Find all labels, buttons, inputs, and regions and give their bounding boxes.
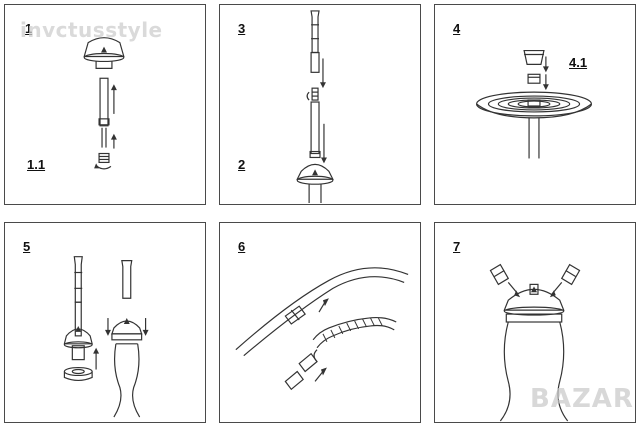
panel-step-6: 6 <box>219 222 421 423</box>
hose-assembly-drawing <box>235 267 409 391</box>
step-label-5: 5 <box>23 239 31 254</box>
step-label-2: 2 <box>238 157 246 172</box>
watermark-top: invctusstyle <box>20 18 163 42</box>
panel-step-3: 3 2 <box>219 4 421 205</box>
step-label-7: 7 <box>453 239 461 254</box>
tray-assembly-drawing <box>475 49 593 159</box>
panel-step-5: 5 <box>4 222 206 423</box>
step-label-6: 6 <box>238 239 246 254</box>
step-label-3: 3 <box>238 21 246 36</box>
step-label-4: 4 <box>453 21 461 36</box>
watermark-bottom: BAZAR <box>530 384 634 414</box>
step-label-4-1: 4.1 <box>569 55 588 70</box>
mouthpiece-assembly-drawing <box>296 10 334 204</box>
panel-step-7: 7 <box>434 222 636 423</box>
stem-assembly-drawing <box>83 37 125 170</box>
base-assembly-drawing <box>63 256 149 418</box>
panel-step-1: 1 1.1 <box>4 4 206 205</box>
panel-step-4: 4 4.1 <box>434 4 636 205</box>
step-label-1: 1 <box>25 21 33 36</box>
vase-ports-drawing <box>489 263 581 422</box>
step-label-1-1: 1.1 <box>27 157 46 172</box>
